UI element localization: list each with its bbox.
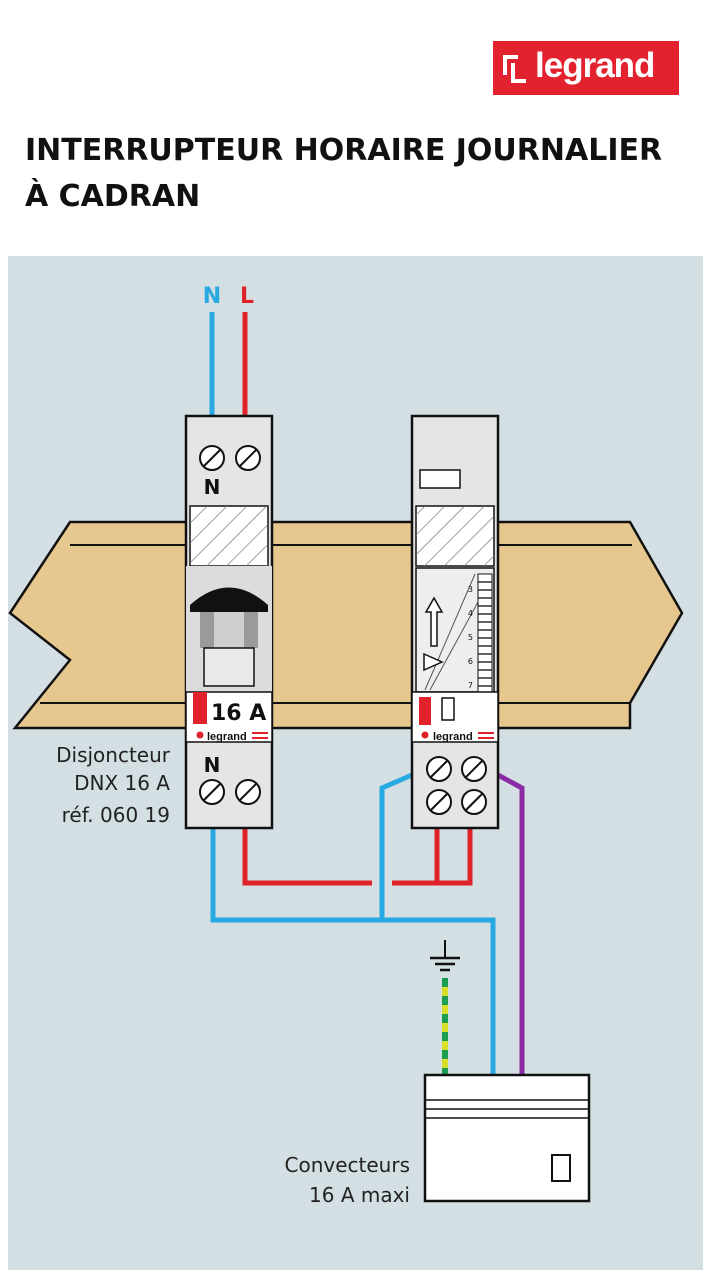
live-wire-breaker-out <box>242 828 372 886</box>
breaker-rating: 16 A <box>211 701 266 726</box>
neutral-wire-timer <box>379 772 413 920</box>
switched-live-wire <box>496 772 525 1075</box>
legrand-logo-mark-icon <box>503 55 526 83</box>
dial-number-5: 5 <box>468 633 473 642</box>
live-wire-timer-feed <box>392 828 473 886</box>
override-switch <box>441 697 455 721</box>
neutral-wire-load <box>210 828 496 1075</box>
pointer-triangle-icon <box>423 652 444 672</box>
dial-number-6: 6 <box>468 657 473 666</box>
heater-control-knob <box>551 1154 571 1182</box>
breaker-top-terminal-label: N <box>204 475 221 499</box>
load-caption-line-1: Convecteurs <box>285 1153 410 1177</box>
convector-heater <box>423 1073 591 1203</box>
wiring-diagram-svg: N L <box>8 284 684 1207</box>
arrow-up-icon <box>424 596 444 647</box>
din-rail-board <box>8 520 684 730</box>
timer-terminal-screw-icons <box>426 756 487 815</box>
breaker-caption-line-3: réf. 060 19 <box>62 803 170 827</box>
wiring-diagram: N L <box>8 256 703 1270</box>
title-line-2: À CADRAN <box>25 179 201 214</box>
legrand-logo: legrand <box>493 41 679 95</box>
dial-number-7: 7 <box>468 681 473 690</box>
breaker-caption-line-1: Disjoncteur <box>56 743 171 767</box>
dial-number-3: 3 <box>468 585 473 594</box>
live-label: L <box>240 284 254 309</box>
page-title: INTERRUPTEUR HORAIRE JOURNALIER À CADRAN <box>25 128 662 220</box>
dial-number-4: 4 <box>468 609 473 618</box>
breaker-caption-line-2: DNX 16 A <box>74 771 170 795</box>
breaker-brand: legrand <box>207 731 247 743</box>
dial-face: 3 4 5 6 7 <box>415 567 495 693</box>
logo-text: legrand <box>535 46 655 85</box>
timer-brand: legrand <box>433 731 473 743</box>
breaker-bottom-terminal-label: N <box>204 753 221 777</box>
earth-symbol-icon <box>430 940 460 972</box>
neutral-label: N <box>203 284 221 309</box>
title-line-1: INTERRUPTEUR HORAIRE JOURNALIER <box>25 133 663 168</box>
load-caption-line-2: 16 A maxi <box>309 1183 410 1207</box>
breaker-terminal-screw-icons <box>199 445 261 805</box>
breaker-toggle-lever <box>186 566 272 692</box>
time-switch: 3 4 5 6 7 legrand <box>410 414 500 830</box>
circuit-breaker: 16 A legrand N N <box>184 414 274 830</box>
